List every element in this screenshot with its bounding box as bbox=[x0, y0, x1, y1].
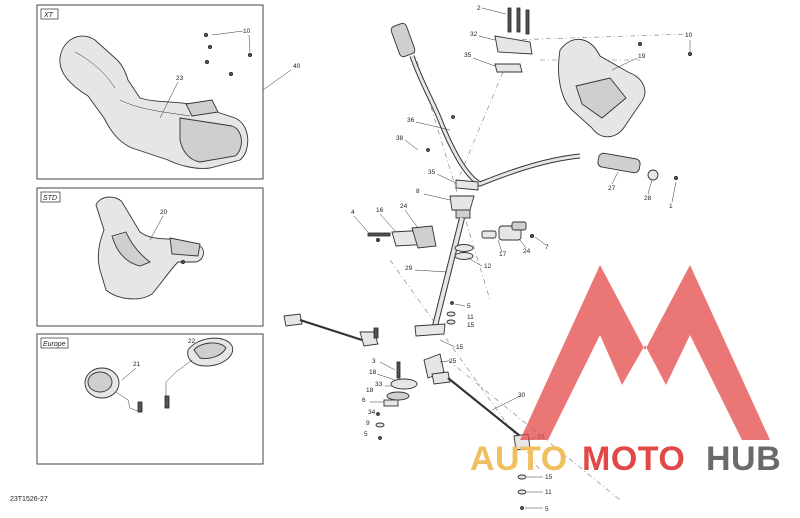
callout-5-lower: 5 bbox=[364, 431, 368, 438]
callout-28: 28 bbox=[644, 195, 652, 202]
xt-handguard-panel: XT 10 23 40 bbox=[36, 4, 301, 180]
callout-18-lower: 18 bbox=[366, 387, 374, 394]
callout-6: 6 bbox=[362, 397, 366, 404]
watermark: AUTO MOTO HUB bbox=[470, 265, 781, 478]
callout-7: 7 bbox=[545, 244, 549, 251]
drawing-reference-code: 23T1526-27 bbox=[10, 496, 48, 503]
callout-18-upper: 18 bbox=[369, 369, 377, 376]
callout-30: 30 bbox=[518, 392, 526, 399]
callout-19: 19 bbox=[638, 53, 646, 60]
europe-tag: Europe bbox=[43, 341, 66, 348]
europe-mirrors-panel: Europe 21 22 bbox=[36, 333, 264, 465]
callout-15-upper: 15 bbox=[467, 322, 475, 329]
callout-32: 32 bbox=[470, 31, 478, 38]
callout-21: 21 bbox=[133, 361, 141, 368]
std-handguard-panel: STD 20 bbox=[36, 187, 264, 327]
callout-5-upper: 5 bbox=[467, 303, 471, 310]
callout-35-top: 35 bbox=[464, 52, 472, 59]
callout-17: 17 bbox=[499, 251, 507, 258]
callout-15-mid: 15 bbox=[456, 344, 464, 351]
callout-1: 1 bbox=[669, 203, 673, 210]
callout-38: 38 bbox=[396, 135, 404, 142]
callout-36: 36 bbox=[407, 117, 415, 124]
callout-10-right: 10 bbox=[685, 32, 693, 39]
callout-12: 12 bbox=[484, 263, 492, 270]
callout-10: 10 bbox=[243, 28, 251, 35]
watermark-moto: MOTO bbox=[582, 440, 685, 478]
callout-27: 27 bbox=[608, 185, 616, 192]
callout-5-bottom: 5 bbox=[545, 506, 549, 513]
callout-33: 33 bbox=[375, 381, 383, 388]
callout-4: 4 bbox=[351, 209, 355, 216]
callout-3: 3 bbox=[372, 358, 376, 365]
main-assembly: 2 32 35 10 19 36 38 35 27 28 1 bbox=[283, 5, 693, 513]
callout-11-upper: 11 bbox=[467, 314, 474, 321]
callout-2: 2 bbox=[477, 5, 481, 12]
callout-15-lower: 15 bbox=[545, 474, 553, 481]
callout-25: 25 bbox=[449, 358, 457, 365]
callout-22: 22 bbox=[188, 338, 196, 345]
callout-35-bottom: 35 bbox=[428, 169, 436, 176]
callout-20: 20 bbox=[160, 209, 168, 216]
callout-11-lower: 11 bbox=[545, 489, 552, 496]
watermark-auto: AUTO bbox=[470, 440, 568, 478]
callout-40: 40 bbox=[293, 63, 301, 70]
watermark-hub: HUB bbox=[706, 440, 781, 478]
xt-tag: XT bbox=[43, 12, 54, 19]
callout-24-right: 24 bbox=[523, 248, 531, 255]
callout-8: 8 bbox=[416, 188, 420, 195]
callout-34: 34 bbox=[368, 409, 376, 416]
callout-29: 29 bbox=[405, 265, 413, 272]
std-tag: STD bbox=[43, 195, 57, 202]
callout-16: 16 bbox=[376, 207, 384, 214]
callout-24-left: 24 bbox=[400, 203, 408, 210]
callout-9: 9 bbox=[366, 420, 370, 427]
callout-23: 23 bbox=[176, 75, 184, 82]
